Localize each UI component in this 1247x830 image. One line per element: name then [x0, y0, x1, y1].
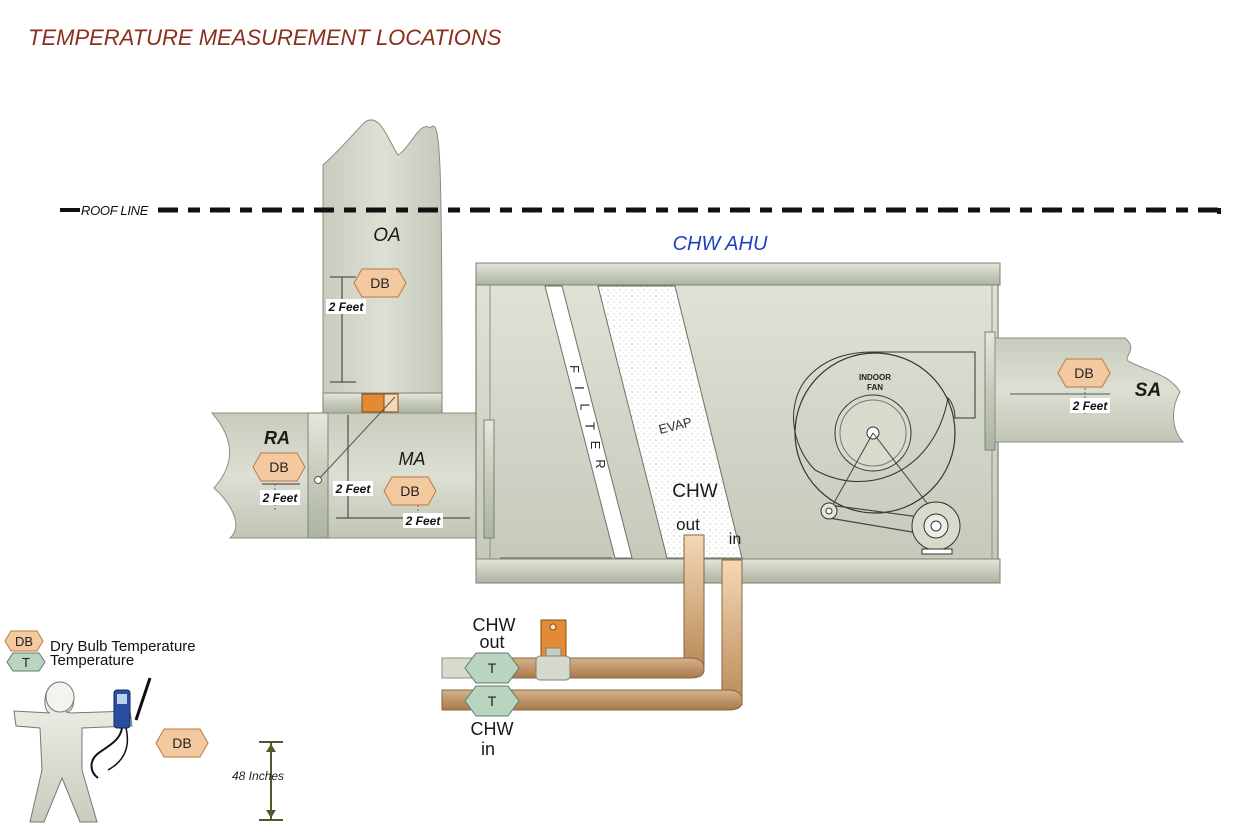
chw-coil-out-label: out — [676, 515, 700, 534]
distance-labels: 2 Feet 2 Feet 2 Feet 2 Feet 2 Feet — [260, 299, 1110, 528]
oa-duct: OA — [322, 119, 443, 414]
legend-t-symbol-label: T — [22, 655, 30, 670]
fan-label-line2: FAN — [867, 383, 883, 392]
sa-duct: SA — [994, 337, 1185, 443]
roof-line-label: ROOF LINE — [81, 203, 149, 218]
sa-distance-label: 2 Feet — [1072, 399, 1109, 413]
db-sensor-sa: DB — [1057, 358, 1111, 388]
filter-letter: E — [588, 441, 603, 450]
diagram-title: TEMPERATURE MEASUREMENT LOCATIONS — [28, 25, 502, 50]
t-sensor-chw-in: T — [464, 685, 520, 717]
ra-ma-duct: RA MA — [210, 396, 479, 539]
ma-distance-label-vertical: 2 Feet — [335, 482, 372, 496]
chw-coil-in-label: in — [729, 531, 741, 548]
filter-letter: L — [577, 403, 592, 410]
fan-label-line1: INDOOR — [859, 373, 891, 382]
filter-label: F I L T ER — [567, 365, 608, 469]
ma-distance-label-horizontal: 2 Feet — [405, 514, 442, 528]
db-sensor-ra-label: DB — [269, 459, 288, 475]
sa-label: SA — [1135, 380, 1161, 401]
ahu-label: CHW AHU — [673, 233, 768, 255]
ra-label: RA — [264, 428, 290, 448]
damper-actuator — [361, 393, 385, 413]
db-sensor-ma-label: DB — [400, 483, 419, 499]
legend: DB T Dry Bulb Temperature Temperature — [4, 630, 196, 672]
chw-out-label-line1: CHW — [473, 615, 516, 635]
db-sensor-oa: DB — [353, 268, 407, 298]
filter-letter: F — [567, 365, 582, 373]
t-sensor-chw-out: T — [464, 652, 520, 684]
legend-db-text: Dry Bulb Temperature — [50, 638, 196, 655]
oa-distance-label: 2 Feet — [328, 300, 365, 314]
legend-db-symbol-label: DB — [15, 634, 33, 649]
ma-label: MA — [399, 449, 426, 469]
db-sensor-ra: DB — [252, 452, 306, 482]
ra-distance-label: 2 Feet — [262, 491, 299, 505]
chw-out-label-line2: out — [479, 632, 504, 652]
filter-letter: I — [572, 386, 587, 390]
height-dimension: 48 Inches — [232, 741, 284, 821]
thermometer-meter-icon — [90, 677, 152, 779]
technician-figure — [13, 677, 152, 823]
db-sensor-ambient-label: DB — [172, 735, 191, 751]
chw-in-label-line1: CHW — [471, 719, 514, 739]
chw-control-valve — [535, 619, 571, 681]
chw-coil-label: CHW — [672, 481, 717, 502]
chw-in-label-line2: in — [481, 739, 495, 759]
filter-letter: T — [583, 422, 598, 430]
indoor-fan: INDOOR FAN — [793, 351, 976, 555]
oa-label: OA — [373, 225, 400, 246]
t-sensor-chw-in-label: T — [488, 693, 497, 709]
db-sensor-ma: DB — [383, 476, 437, 506]
db-sensor-ambient: DB — [155, 728, 209, 758]
legend-t-symbol: T — [6, 652, 46, 672]
db-sensor-oa-label: DB — [370, 275, 389, 291]
t-sensor-chw-out-label: T — [488, 660, 497, 676]
height-label: 48 Inches — [232, 769, 284, 783]
legend-t-text: Temperature — [50, 652, 134, 669]
roof-line: ROOF LINE — [60, 203, 1221, 218]
db-sensor-sa-label: DB — [1074, 365, 1093, 381]
filter-letter: R — [593, 459, 608, 468]
legend-db-symbol: DB — [4, 630, 44, 652]
